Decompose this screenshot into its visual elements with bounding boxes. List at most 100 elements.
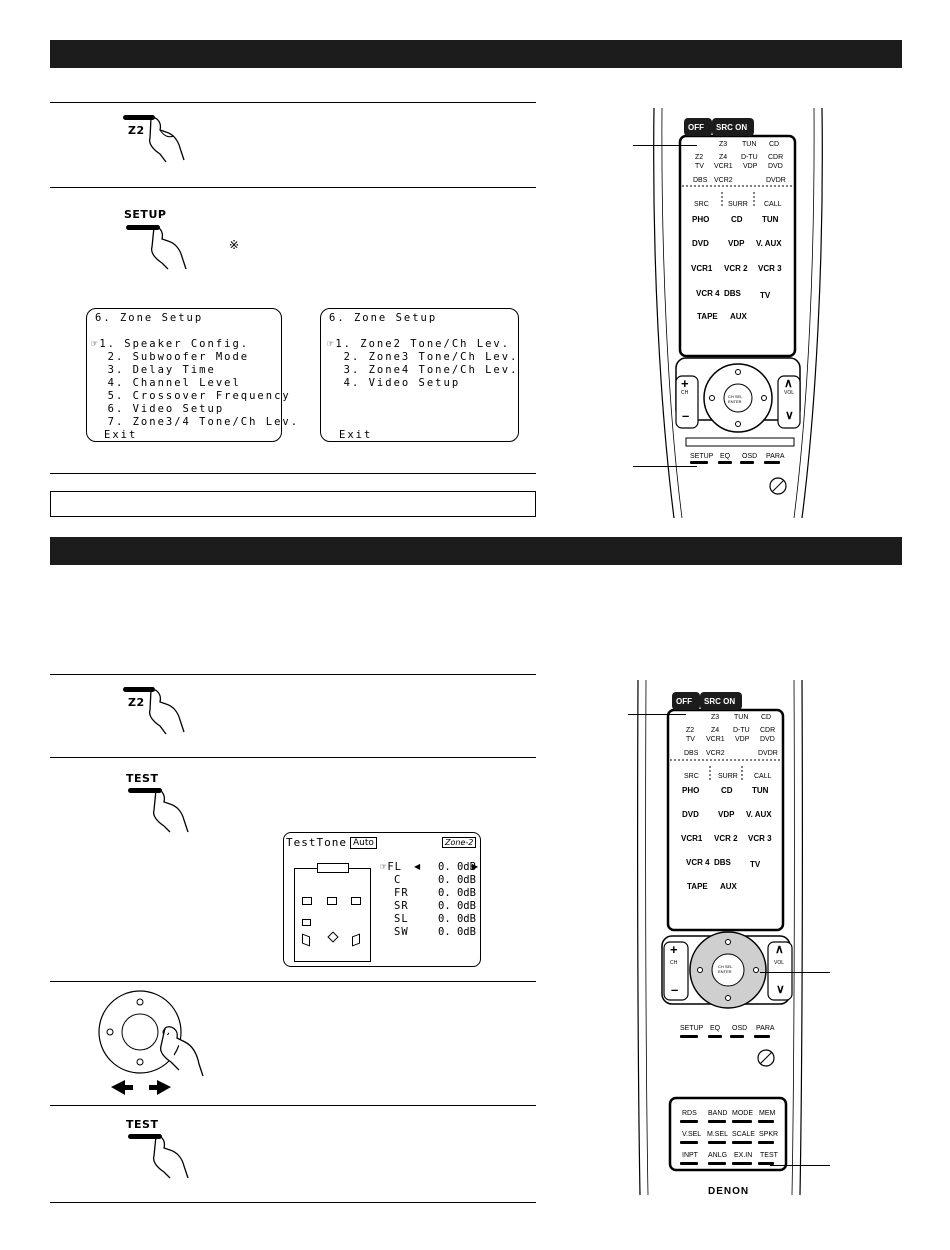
- zone-label: VCR1: [706, 736, 725, 743]
- zone-label: TUN: [734, 714, 749, 721]
- plus-icon: +: [681, 376, 689, 391]
- ch-label: CH: [681, 390, 689, 396]
- menu-item: 4. Channel Level: [91, 377, 241, 389]
- zone-label: TV: [695, 163, 704, 170]
- source-label: VCR1: [681, 834, 703, 843]
- zone-setup-menu-screen: 6. Zone Setup ☞1. Zone2 Tone/Ch Lev. 2. …: [320, 308, 519, 442]
- zone-label: VCR2: [706, 750, 725, 757]
- channel-name: SW: [394, 926, 409, 938]
- lower-key-label: ANLG: [708, 1152, 728, 1159]
- zone-label: DBS: [684, 750, 699, 757]
- source-label: TUN: [752, 786, 769, 795]
- vol-label: VOL: [784, 390, 795, 396]
- test-button-label: TEST: [126, 1118, 159, 1131]
- lower-key-label: INPT: [682, 1152, 698, 1159]
- lower-key-label: M.SEL: [707, 1131, 729, 1138]
- zone-label: TV: [686, 736, 695, 743]
- func-label: SRC: [694, 201, 709, 208]
- zone-label: Z4: [719, 154, 728, 161]
- lower-key-label: MEM: [759, 1110, 776, 1117]
- z2-button-label: Z2: [128, 696, 145, 709]
- menu-label: PARA: [756, 1025, 775, 1032]
- zone-label: Z2: [686, 727, 695, 734]
- lower-key-label: V.SEL: [682, 1131, 702, 1138]
- menu-item: 3. Delay Time: [91, 364, 216, 376]
- vol-up-icon: ∧: [775, 942, 784, 956]
- menu-label: OSD: [732, 1025, 748, 1032]
- source-label: TAPE: [697, 312, 718, 321]
- lower-key-label: SCALE: [732, 1131, 755, 1138]
- arrow-right-icon: ▶: [472, 862, 479, 871]
- func-label: SURR: [728, 201, 748, 208]
- source-label: DVD: [682, 810, 699, 819]
- source-label: DVD: [692, 239, 709, 248]
- minus-icon: –: [671, 982, 679, 997]
- zone-label: DVD: [768, 163, 783, 170]
- cursor-pad-illustration: [98, 990, 204, 1095]
- zone-label: CD: [769, 141, 780, 148]
- lower-key-label: RDS: [682, 1110, 697, 1117]
- menu-item: ☞1. Speaker Config.: [91, 338, 250, 350]
- zone-badge: Zone-2: [442, 837, 477, 848]
- remote-outline: [637, 680, 803, 1195]
- zone-label: DVDR: [758, 750, 778, 757]
- source-label: AUX: [730, 312, 747, 321]
- enter-label: CH SEL ENTER: [718, 964, 733, 974]
- zone-label: D-TU: [741, 154, 758, 161]
- divider: [50, 1105, 536, 1106]
- menu-exit: Exit: [339, 429, 373, 441]
- divider: [50, 981, 536, 982]
- lower-key-label: EX.IN: [734, 1152, 753, 1159]
- vol-label: VOL: [774, 960, 785, 966]
- source-label: VDP: [728, 239, 745, 248]
- zone-label: VCR1: [714, 163, 733, 170]
- setup-button-illustration: SETUP: [118, 205, 208, 270]
- remote-control-illustration: OFF SRC ON Z3 TUN CD Z2 Z4 D-TU CDR TV V…: [652, 108, 824, 518]
- off-button: OFF: [676, 697, 692, 706]
- source-label: CD: [731, 215, 743, 224]
- callout-leader: [760, 972, 830, 973]
- test-button-illustration: TEST: [120, 770, 210, 835]
- menu-label: EQ: [710, 1025, 721, 1032]
- func-label: SRC: [684, 773, 699, 780]
- screen-title: TestTone: [286, 836, 347, 849]
- zone-label: TUN: [742, 141, 757, 148]
- menu-label: EQ: [720, 453, 731, 460]
- divider: [50, 757, 536, 758]
- lower-key-label: SPKR: [759, 1131, 779, 1138]
- hand-press-icon: [148, 688, 185, 735]
- source-label: DBS: [714, 858, 731, 867]
- lower-key-label: MODE: [732, 1110, 753, 1117]
- zone-label: DVDR: [766, 177, 786, 184]
- zone-label: VDP: [735, 736, 750, 743]
- screen-title: 6. Zone Setup: [329, 312, 438, 324]
- lower-key-label: TEST: [760, 1152, 778, 1159]
- arrow-left-icon: ◀: [414, 862, 421, 871]
- section2-header-bar: [50, 537, 902, 565]
- source-label: PHO: [682, 786, 700, 795]
- menu-item: 3. Zone4 Tone/Ch Lev.: [327, 364, 519, 376]
- enter-label: CH SEL ENTER: [728, 394, 743, 404]
- divider: [50, 187, 536, 188]
- zone-label: D-TU: [733, 727, 750, 734]
- test-tone-screen: TestTone Auto Zone-2 ☞FL ◀ 0. 0dB ▶ C 0.…: [283, 832, 481, 967]
- zone-label: DVD: [760, 736, 775, 743]
- note-mark: ※: [229, 238, 240, 252]
- ch-label: CH: [670, 960, 678, 966]
- remote-control-illustration: OFF SRC ON Z3 TUN CD Z2 Z4 D-TU CDR TV V…: [636, 680, 808, 1197]
- source-label: V. AUX: [746, 810, 772, 819]
- menu-label: OSD: [742, 453, 758, 460]
- plus-icon: +: [670, 942, 678, 957]
- lower-key-label: BAND: [708, 1110, 728, 1117]
- channel-name: ☞FL: [380, 861, 402, 873]
- z2-button-illustration: Z2: [118, 682, 198, 737]
- callout-leader: [628, 714, 686, 715]
- source-label: TUN: [762, 215, 779, 224]
- source-label: TAPE: [687, 882, 708, 891]
- menu-item: 4. Video Setup: [327, 377, 461, 389]
- menu-label: SETUP: [680, 1025, 704, 1032]
- z2-button-label: Z2: [128, 124, 145, 137]
- channel-value: 0. 0dB: [438, 887, 476, 899]
- func-label: CALL: [754, 773, 772, 780]
- menu-label: SETUP: [690, 453, 714, 460]
